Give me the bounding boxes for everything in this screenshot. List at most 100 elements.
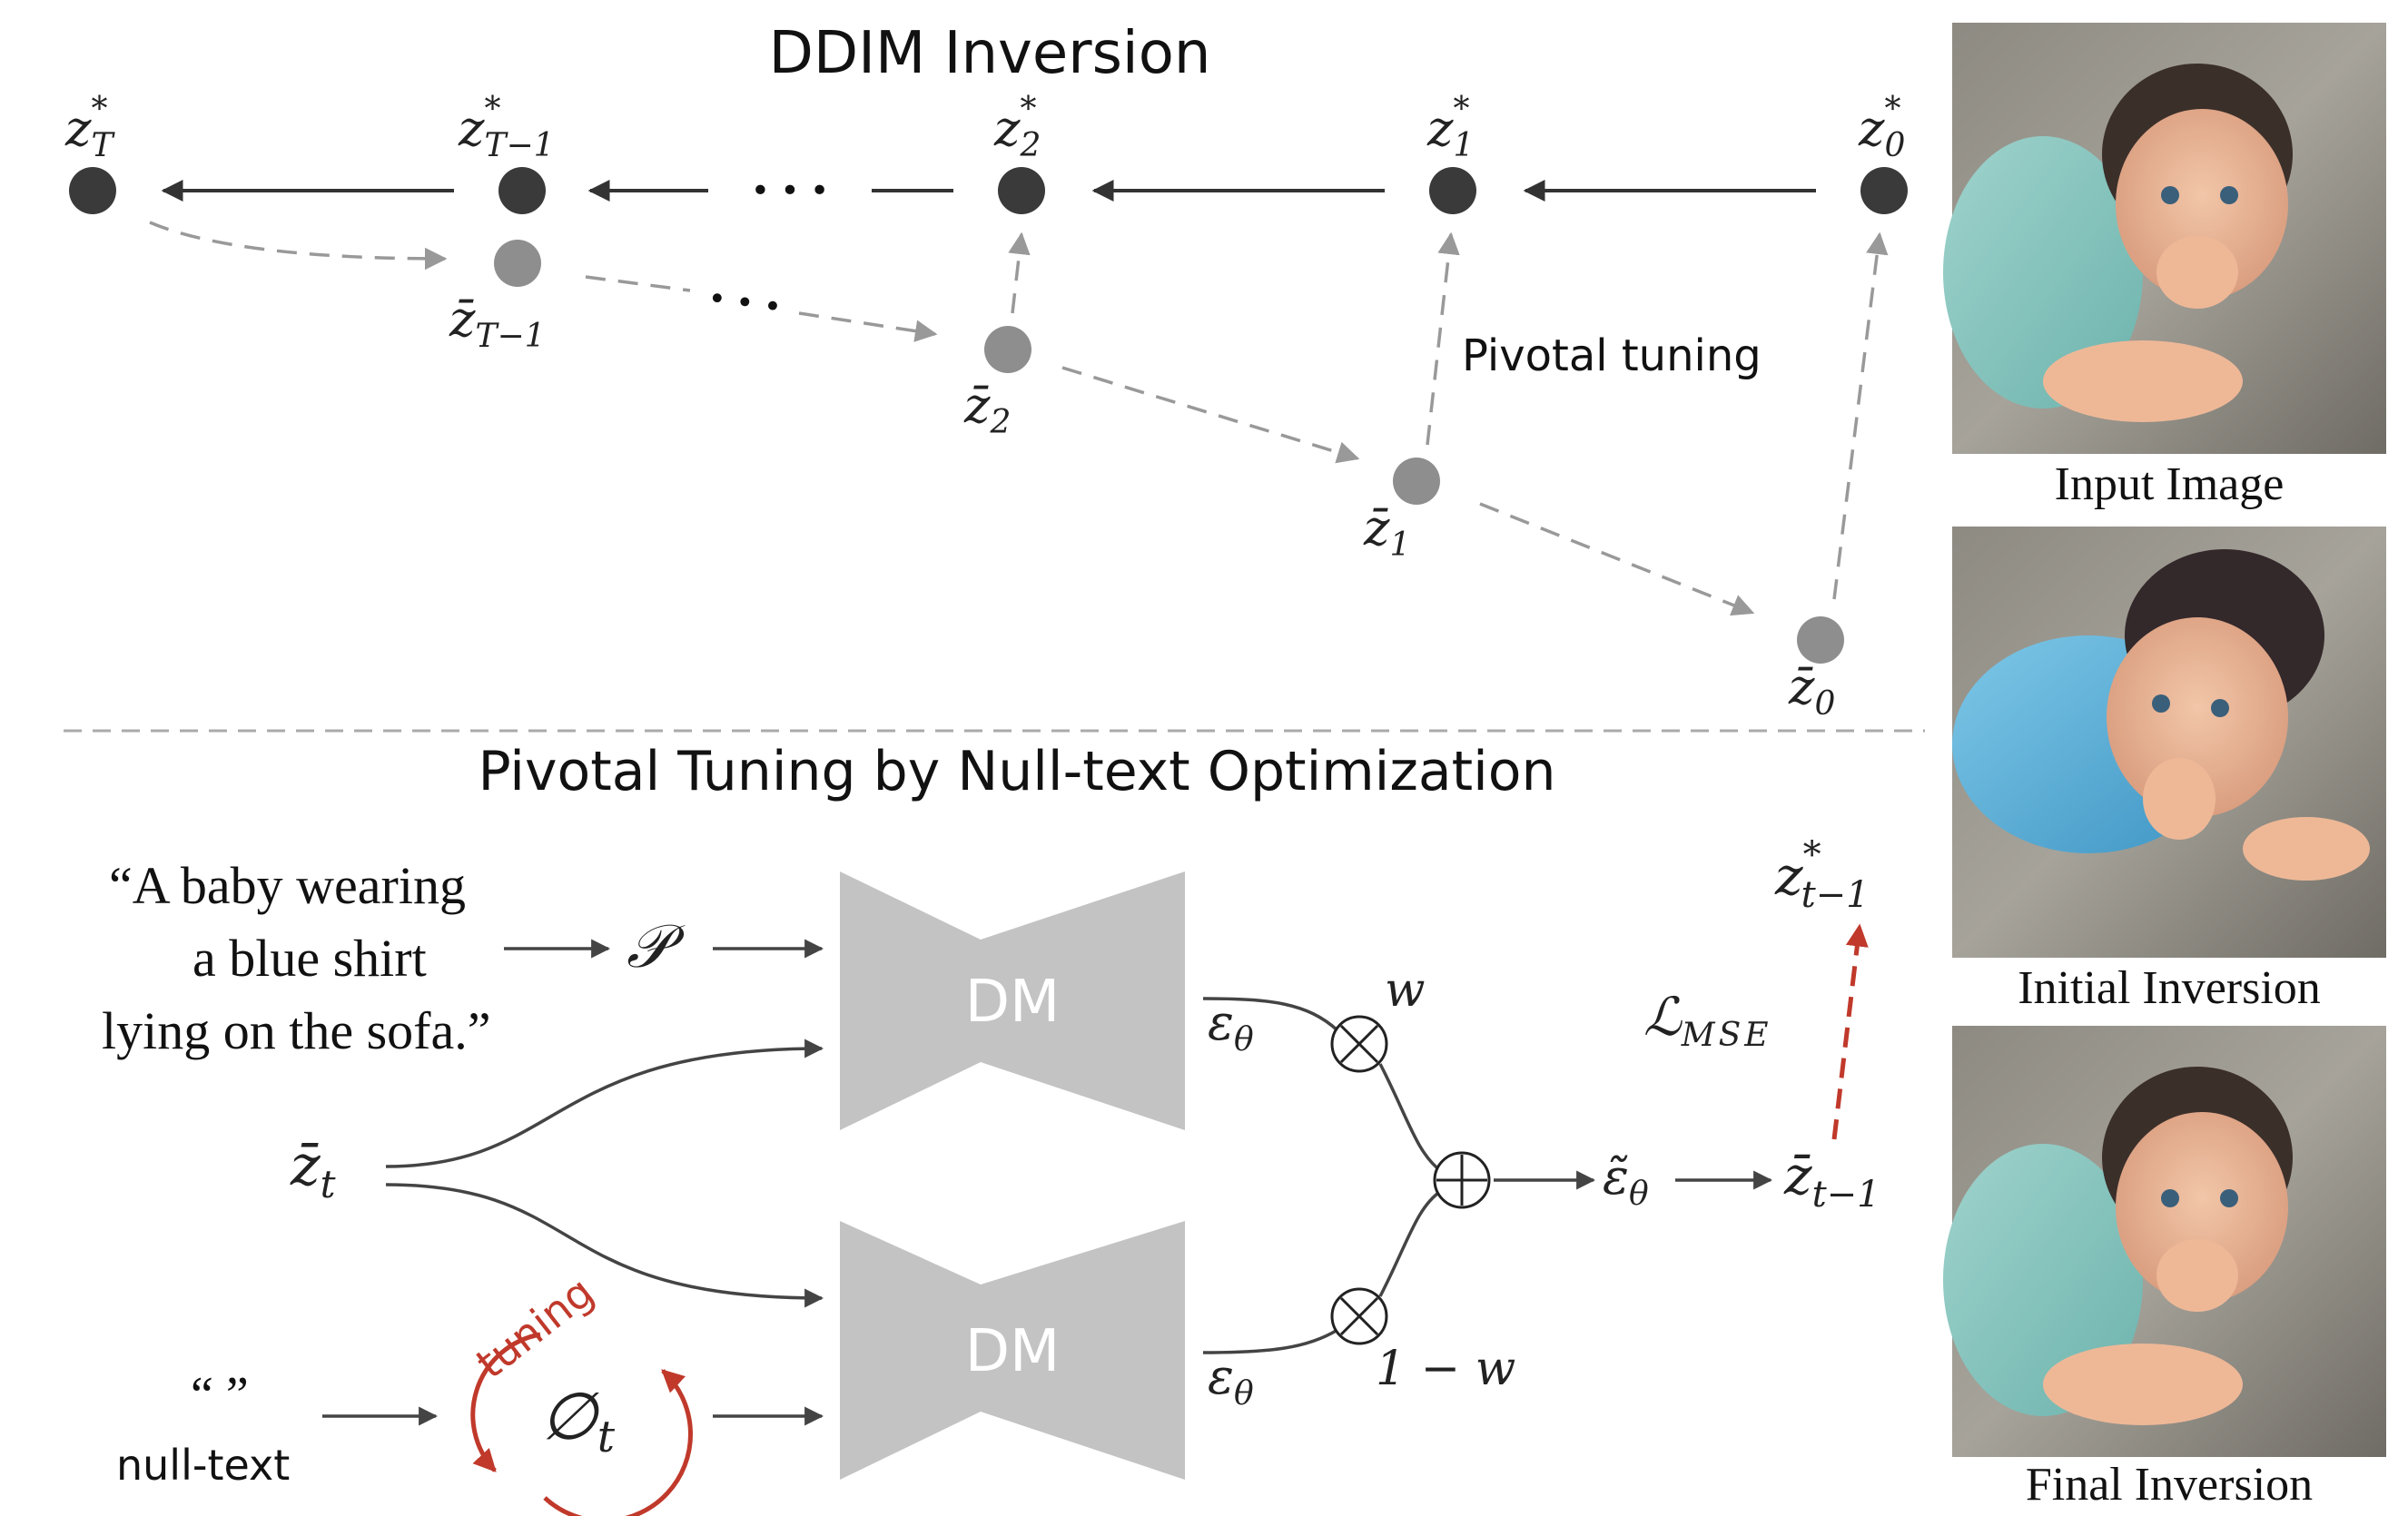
pivotal-tuning-label: Pivotal tuning [1462, 330, 1762, 381]
final-caption: Final Inversion [2026, 1459, 2313, 1511]
dm-lower-shape [840, 1221, 1185, 1480]
node-z1-star [1429, 167, 1476, 214]
final-shirt [1943, 1144, 2143, 1416]
loss-arrow [1831, 923, 1869, 1140]
times-upper-x2 [1339, 1024, 1379, 1064]
path-eps-lower-to-times [1202, 1328, 1338, 1354]
zt-branches [385, 1039, 824, 1308]
final-arm [2043, 1344, 2243, 1425]
input-caption: Input Image [2055, 458, 2285, 510]
input-shirt [1943, 136, 2143, 409]
ellipsis-dashed: • • • [706, 281, 785, 327]
label-bar2: z̄2 [963, 377, 1011, 441]
tuning-label: tuning [467, 1267, 602, 1388]
dash-bar2-to-bar1 [1061, 366, 1360, 464]
combine-paths [1202, 997, 1443, 1354]
zt-label: z̄t [290, 1132, 336, 1206]
input-arm [2043, 340, 2243, 422]
node-barT1 [494, 240, 541, 287]
node-bar2 [984, 326, 1031, 373]
dash-bar2-up-z2 [1008, 231, 1031, 314]
dash-barT1-to-dots [585, 275, 691, 292]
dash-bar1-up-z1 [1426, 231, 1460, 446]
bar-labels: z̄T−1 z̄2 z̄1 z̄0 [449, 290, 1835, 723]
dm-lower: DM [840, 1221, 1185, 1480]
input-eye-right [2220, 186, 2238, 204]
label-bar0: z̄0 [1788, 658, 1835, 723]
final-hand [2156, 1239, 2238, 1312]
input-face [2116, 109, 2288, 300]
ddim-title: DDIM Inversion [769, 20, 1211, 87]
initial-eye-right [2211, 699, 2229, 717]
z-target: z*t−1 [1774, 834, 1870, 916]
star-labels: z*T z*T−1 z*2 z*1 z*0 [64, 91, 1905, 164]
times-upper [1330, 1015, 1388, 1073]
label-bar1: z̄1 [1363, 499, 1410, 564]
null-quotes: “ ” [191, 1367, 249, 1423]
path-eps-upper-to-times [1202, 997, 1339, 1032]
path-times-upper-to-plus [1378, 1063, 1443, 1173]
tuning-arc-left [470, 1332, 541, 1472]
dash-bar1-to-bar0 [1479, 502, 1755, 616]
eps-tilde: ε̃θ [1603, 1148, 1649, 1213]
plus-node [1433, 1151, 1491, 1209]
label-z0-star: z*0 [1858, 91, 1905, 164]
label-zT1-star: z*T−1 [458, 91, 555, 164]
prompt-line-2: a blue shirt [192, 929, 427, 988]
initial-arm [2243, 817, 2370, 881]
bar-nodes [494, 240, 1844, 664]
pivot-dashed-path [149, 221, 1889, 616]
branch-zt-to-upper-DM [385, 1039, 824, 1168]
final-eye-left [2161, 1189, 2179, 1207]
loss-label: ℒMSE [1643, 986, 1772, 1054]
weight-1-minus-w: 1 − w [1376, 1342, 1515, 1396]
dash-zT-to-barT1 [149, 221, 448, 271]
input-hand [2156, 236, 2238, 309]
eps-upper: εθ [1208, 994, 1254, 1058]
label-z1-star: z*1 [1426, 91, 1474, 164]
branch-zt-to-lower-DM [385, 1183, 824, 1308]
prompt-line-3: lying on the sofa.” [102, 1001, 490, 1060]
final-eye-right [2220, 1189, 2238, 1207]
tuning-loop [470, 1332, 693, 1516]
path-times-lower-to-plus [1378, 1189, 1442, 1297]
node-z0-star [1860, 167, 1908, 214]
final-inversion-image [1943, 1026, 2386, 1457]
dm-lower-label: DM [965, 1318, 1061, 1385]
tuning-arc-right [543, 1369, 693, 1516]
dm-upper: DM [840, 871, 1185, 1130]
eps-lower: εθ [1208, 1348, 1254, 1413]
node-bar0 [1797, 616, 1844, 664]
input-eye-left [2161, 186, 2179, 204]
times-lower [1330, 1287, 1388, 1345]
dash-bar0-up-z0 [1832, 231, 1889, 600]
dm-upper-shape [840, 871, 1185, 1130]
node-zT-star [69, 167, 116, 214]
null-text-label: null-text [116, 1441, 290, 1490]
prompt-line-1: “A baby wearing [109, 856, 466, 915]
node-z2-star [998, 167, 1045, 214]
label-zT-star: z*T [64, 91, 115, 164]
star-nodes [69, 167, 1908, 214]
prompt-text: “A baby wearing a blue shirt lying on th… [102, 856, 490, 1060]
initial-inversion-image [1952, 527, 2386, 958]
label-z2-star: z*2 [993, 91, 1041, 164]
ellipsis-top: • • • [751, 172, 830, 210]
node-zT1-star [498, 167, 546, 214]
weight-w: w [1385, 963, 1426, 1018]
dm-upper-label: DM [965, 969, 1061, 1036]
null-symbol: ∅t [540, 1378, 616, 1462]
times-lower-x2 [1339, 1296, 1379, 1336]
dash-dots-to-bar2 [798, 311, 938, 342]
initial-hand [2143, 758, 2216, 840]
final-face [2116, 1112, 2288, 1303]
initial-face [2107, 617, 2288, 817]
node-bar1 [1393, 458, 1440, 505]
prompt-symbol: 𝒫 [627, 911, 686, 981]
initial-eye-left [2152, 694, 2170, 713]
input-image [1943, 23, 2386, 454]
label-barT1: z̄T−1 [449, 290, 546, 355]
initial-caption: Initial Inversion [2018, 962, 2321, 1014]
nulltext-title: Pivotal Tuning by Null-text Optimization [478, 740, 1555, 803]
